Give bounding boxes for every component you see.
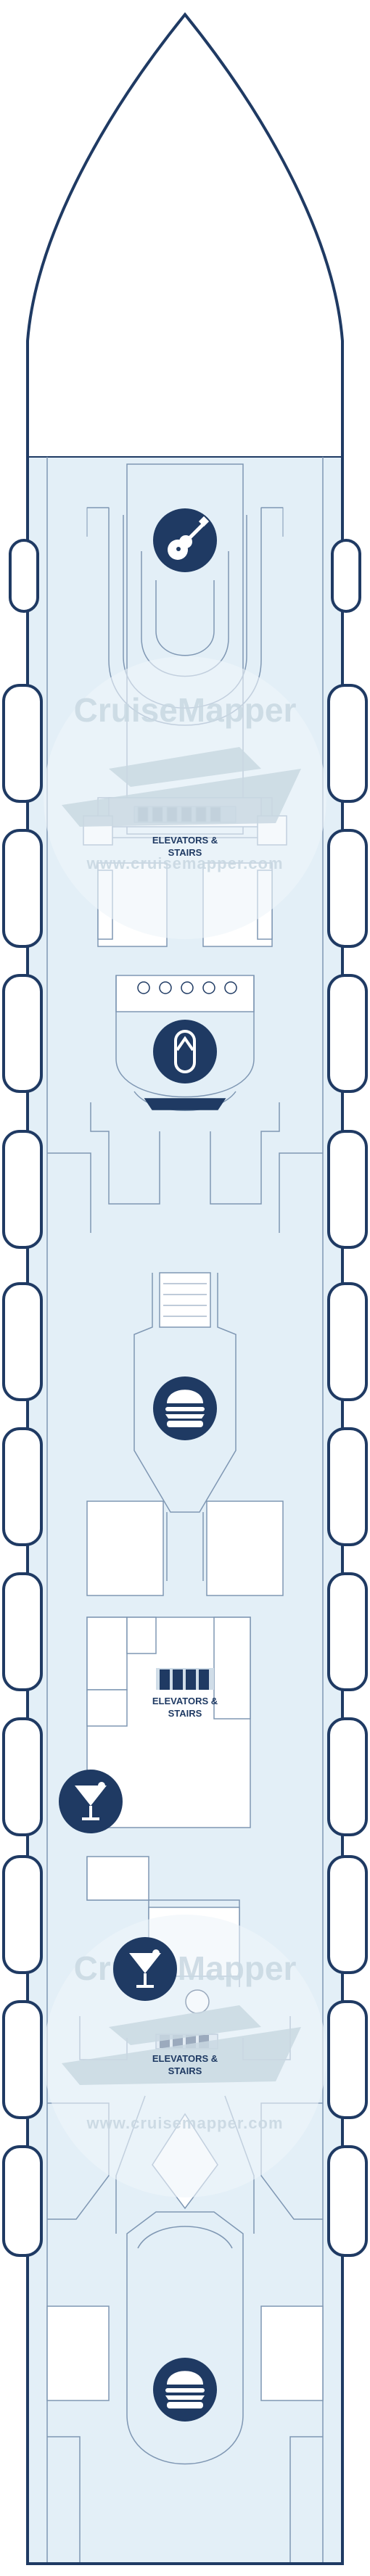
mid-restaurant [86, 1272, 284, 1596]
elevators-mid [156, 1668, 214, 1690]
elevators-label-line1: ELEVATORS & [152, 835, 218, 846]
watermark-url-1: www.cruisemapper.com [86, 854, 283, 872]
cruise-ship-logo [62, 769, 301, 827]
flip-flop-icon [153, 1020, 217, 1083]
burger-icon [153, 1376, 217, 1440]
elevators-label-line1: ELEVATORS & [152, 1696, 218, 1706]
lifeboats-left [2, 539, 43, 2257]
elevators-label-2: ELEVATORS & STAIRS [152, 1696, 218, 1719]
elevators-label-line1: ELEVATORS & [152, 2053, 218, 2064]
lifeboats-right [327, 539, 368, 2257]
watermark-url-2: www.cruisemapper.com [86, 2114, 283, 2132]
watermark-brand-1: CruiseMapper [74, 691, 297, 729]
watermark-1: CruiseMapper www.cruisemapper.com [44, 656, 326, 939]
elevators-label-1: ELEVATORS & STAIRS [152, 835, 218, 858]
spa-fixtures [137, 981, 237, 1110]
burger-icon [153, 2358, 217, 2422]
cocktail-icon [113, 1937, 177, 2001]
aft-mid-block [86, 1617, 251, 1828]
elevators-label-line2: STAIRS [168, 1708, 202, 1719]
elevators-label-line2: STAIRS [168, 847, 202, 858]
elevators-label-line2: STAIRS [168, 2065, 202, 2076]
watermark-brand-2: CruiseMapper [74, 1949, 297, 1987]
cocktail-icon [59, 1770, 123, 1833]
mid-stairs [163, 1283, 207, 1317]
cruise-ship-logo [62, 2027, 301, 2085]
elevators-label-3: ELEVATORS & STAIRS [152, 2053, 218, 2076]
guitar-icon [153, 508, 217, 572]
watermark-2: CruiseMapper www.cruisemapper.com [44, 1915, 326, 2197]
